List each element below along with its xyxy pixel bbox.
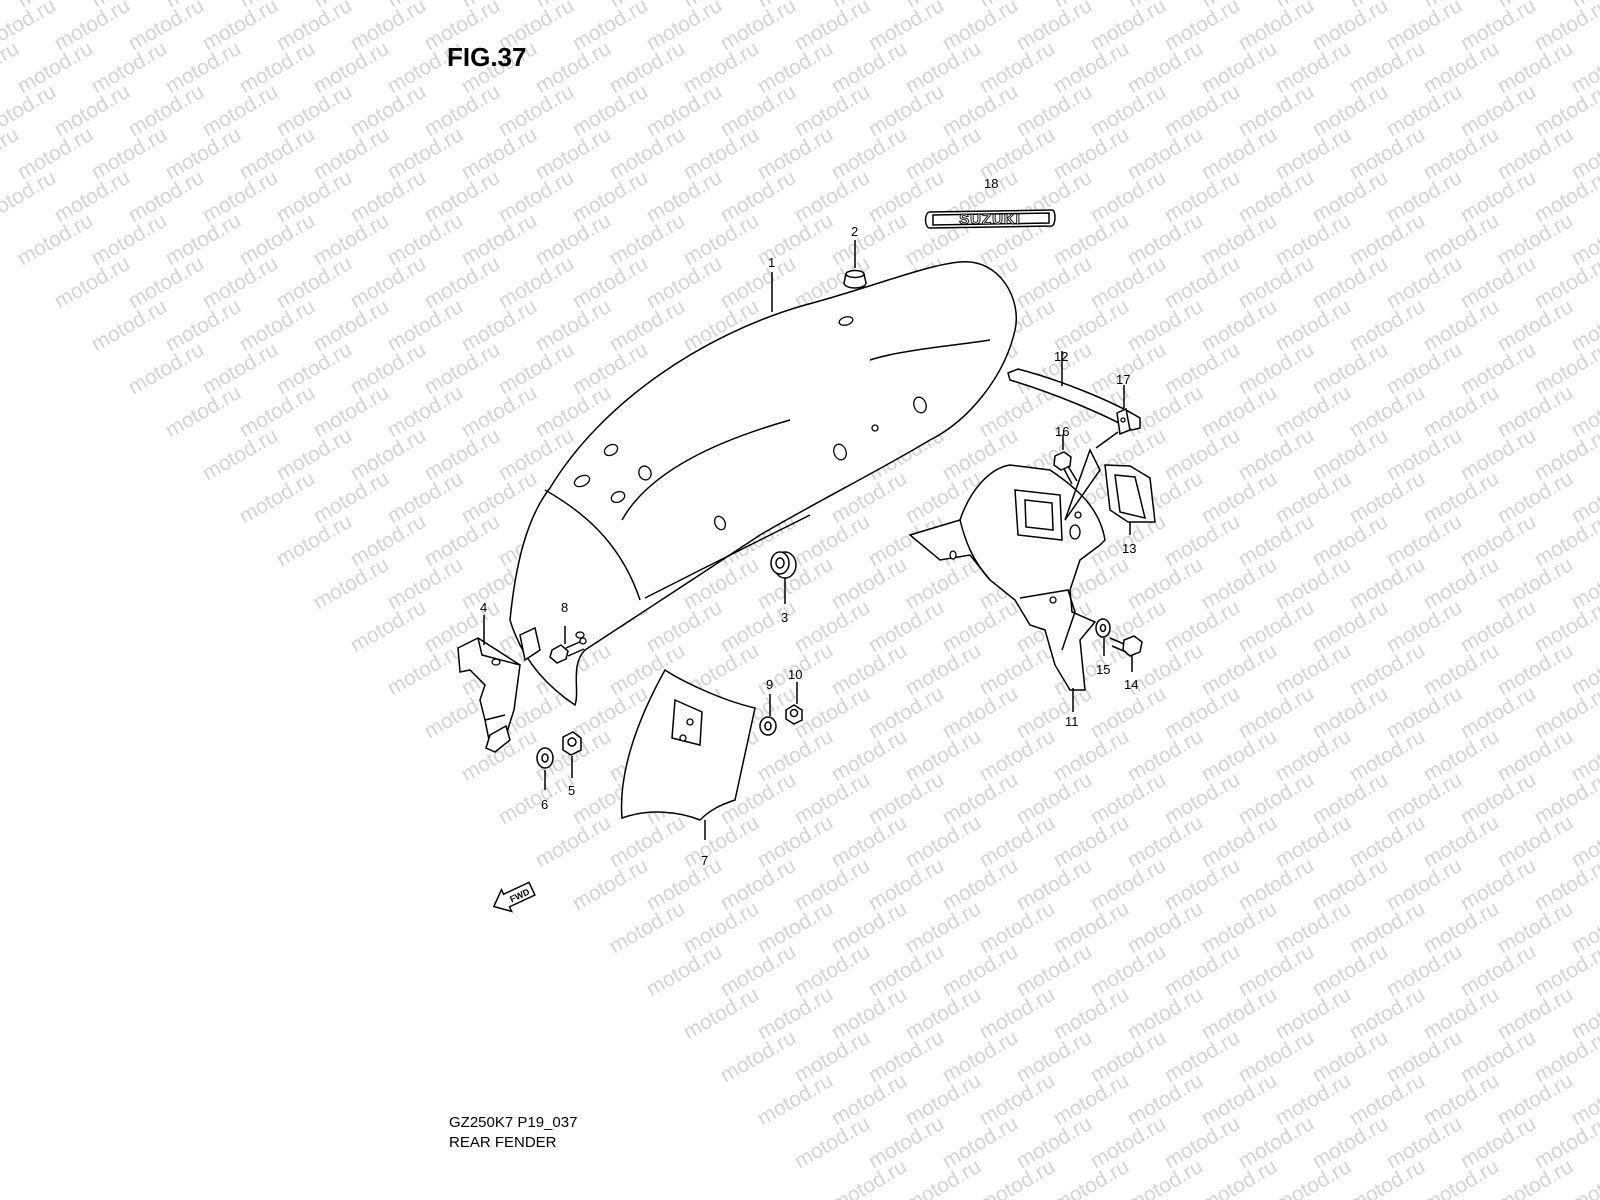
part-label-3: 3 xyxy=(781,610,788,625)
part-6-washer: 6 xyxy=(536,747,554,812)
part-label-18: 18 xyxy=(984,176,998,191)
part-9-washer: 9 xyxy=(759,677,777,736)
part-label-5: 5 xyxy=(568,783,575,798)
part-12-reflector-strip: 12 xyxy=(1007,349,1141,431)
section-name: REAR FENDER xyxy=(449,1134,557,1151)
part-15-washer: 15 xyxy=(1095,618,1111,677)
forward-arrow-icon: FWD xyxy=(492,881,536,913)
part-8-bolt: 8 xyxy=(549,600,587,664)
part-label-4: 4 xyxy=(480,600,487,615)
part-label-12: 12 xyxy=(1054,349,1068,364)
part-14-bolt: 14 xyxy=(1109,635,1143,692)
part-10-nut: 10 xyxy=(785,667,803,725)
part-label-11: 11 xyxy=(1065,714,1079,729)
part-label-2: 2 xyxy=(851,224,858,239)
part-2-grommet: 2 xyxy=(843,224,867,289)
part-7-mud-flap: 7 xyxy=(620,668,756,868)
part-3-cushion: 3 xyxy=(770,551,797,625)
figure-title: FIG.37 xyxy=(447,42,527,72)
part-label-16: 16 xyxy=(1055,424,1069,439)
part-5-nut: 5 xyxy=(562,731,582,798)
part-label-15: 15 xyxy=(1096,662,1110,677)
fwd-direction-marker: FWD xyxy=(492,881,536,913)
model-code: GZ250K7 P19_037 xyxy=(449,1114,578,1131)
part-1-rear-fender: 1 xyxy=(509,255,1017,707)
part-label-17: 17 xyxy=(1116,372,1130,387)
part-label-8: 8 xyxy=(561,600,568,615)
part-label-9: 9 xyxy=(766,677,773,692)
part-label-1: 1 xyxy=(768,255,775,270)
part-16-screw: 16 xyxy=(1053,424,1078,485)
emblem-text: SUZUKI xyxy=(959,211,1021,228)
part-label-14: 14 xyxy=(1124,677,1138,692)
part-17-clip: 17 xyxy=(1064,372,1131,521)
part-label-6: 6 xyxy=(541,797,548,812)
part-label-10: 10 xyxy=(788,667,802,682)
part-13-pad: 13 xyxy=(1104,464,1156,556)
part-label-7: 7 xyxy=(701,853,708,868)
part-11-license-bracket: 11 xyxy=(908,464,1106,729)
part-4-bracket: 4 xyxy=(457,600,541,753)
part-18-emblem: SUZUKI 18 xyxy=(924,176,1056,229)
part-label-13: 13 xyxy=(1122,541,1136,556)
